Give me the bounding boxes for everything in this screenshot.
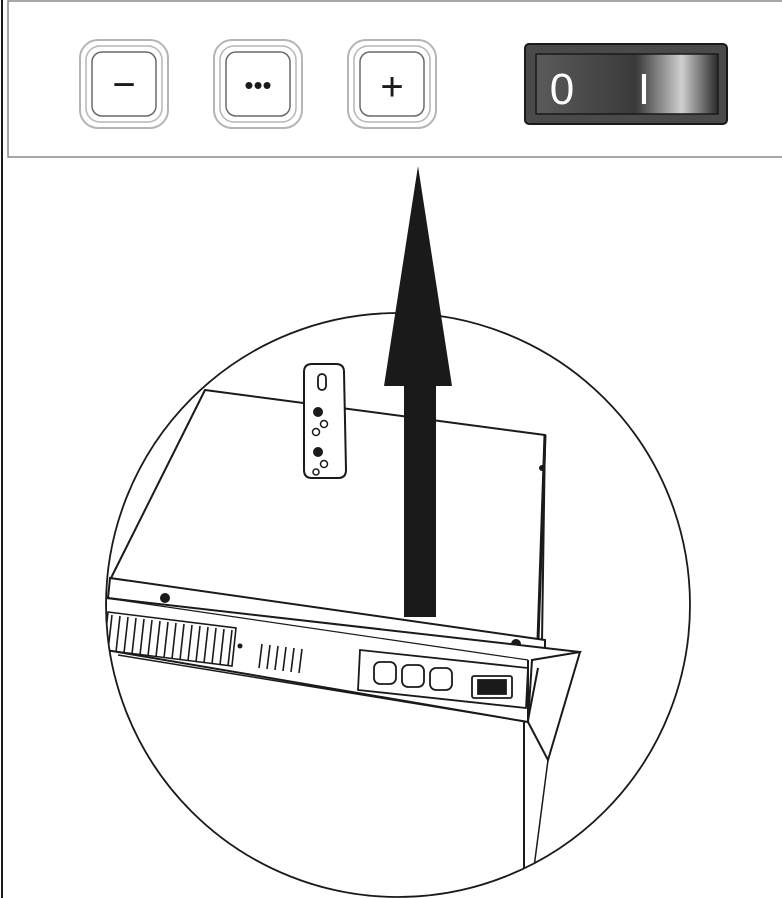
menu-button[interactable]: ••• [213,39,303,129]
vent-slats [106,611,237,667]
switch-on-label: I [638,65,650,114]
plus-button[interactable]: + [347,39,437,129]
plus-icon: + [380,65,403,109]
side-trim [526,650,582,763]
mounting-bracket [303,363,348,479]
detail-magnifier [105,312,691,898]
minus-icon: − [112,63,135,107]
magnifier-circle [105,312,691,898]
minus-button[interactable]: − [79,39,169,129]
switch-off-label: 0 [550,65,574,114]
power-switch[interactable]: 0 I [524,43,728,125]
vent-slats-small [258,643,303,674]
mini-control-panel [357,649,529,709]
dots-icon: ••• [244,70,271,100]
control-panel: − ••• + 0 I [7,0,782,158]
